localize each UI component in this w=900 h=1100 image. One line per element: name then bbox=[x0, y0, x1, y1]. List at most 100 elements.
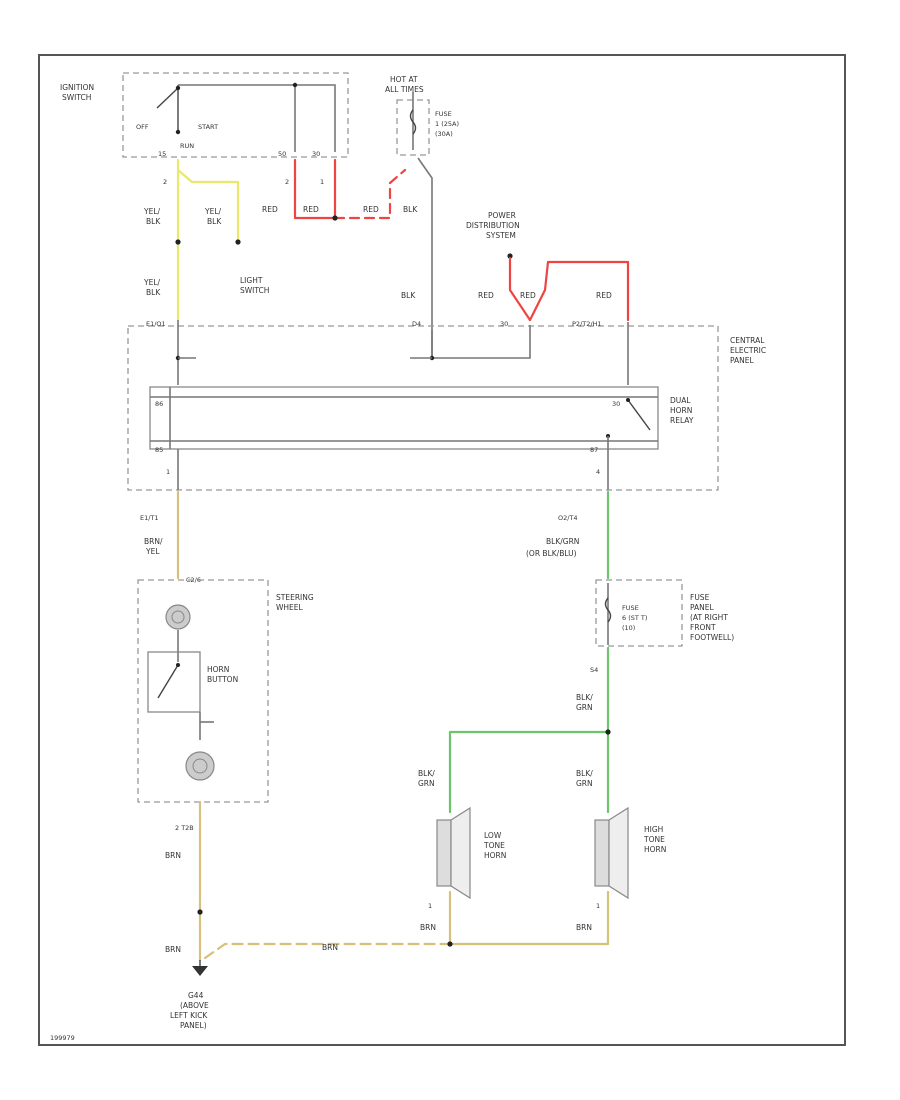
wire-red-power-1 bbox=[508, 256, 532, 322]
splice-grn bbox=[605, 729, 611, 735]
ignition-off: OFF bbox=[136, 123, 149, 131]
connector-o2: O2/T4 bbox=[558, 514, 578, 522]
slip-ring-upper-icon bbox=[165, 604, 191, 630]
wire-label-yel-2b: BLK bbox=[207, 217, 222, 226]
power-dist-label: POWER bbox=[488, 211, 516, 220]
fuse-panel-label-4: FRONT bbox=[690, 623, 716, 632]
ignition-switch-label-2: SWITCH bbox=[62, 93, 91, 102]
wire-label-blk-grn-1b: GRN bbox=[576, 703, 593, 712]
pin-2: 2 bbox=[163, 178, 167, 186]
wire-label-brn-3: BRN bbox=[322, 943, 338, 952]
dual-horn-relay-label-3: RELAY bbox=[670, 416, 694, 425]
wire-label-yel-1: YEL/ bbox=[143, 207, 160, 216]
fuse-panel-label: FUSE bbox=[690, 593, 710, 602]
connector-30: 30 bbox=[500, 320, 508, 328]
relay-pin-30: 30 bbox=[612, 400, 620, 408]
dual-horn-relay-label-2: HORN bbox=[670, 406, 692, 415]
wire-label-brn-2: BRN bbox=[165, 945, 181, 954]
wire-label-brn-yel: BRN/ bbox=[144, 537, 163, 546]
slip-ring-lower-icon bbox=[185, 751, 215, 781]
ignition-switch-contact-dot bbox=[175, 129, 181, 135]
panel-wire-bus bbox=[431, 325, 531, 359]
power-dist-connector bbox=[507, 253, 513, 259]
wire-label-red-3: RED bbox=[363, 205, 379, 214]
connector-e1-bottom: E1/T1 bbox=[140, 514, 159, 522]
wire-brn-ground-dashed bbox=[203, 942, 452, 960]
wire-label-blk-1: BLK bbox=[403, 205, 418, 214]
connector-t2b: 2 T2B bbox=[175, 824, 194, 832]
fuse-panel-label-5: FOOTWELL) bbox=[690, 633, 734, 642]
ground-label: G44 bbox=[188, 991, 204, 1000]
fuse-panel-box bbox=[595, 579, 683, 647]
pin-2-red: 2 bbox=[285, 178, 289, 186]
fuse-6-icon bbox=[604, 597, 612, 623]
wire-label-brn-1: BRN bbox=[165, 851, 181, 860]
ignition-switch-box bbox=[122, 72, 349, 158]
wire-label-red-6: RED bbox=[596, 291, 612, 300]
wire-red-dashed bbox=[333, 168, 407, 220]
low-horn-label-3: HORN bbox=[484, 851, 506, 860]
ignition-start: START bbox=[198, 123, 218, 131]
wire-label-blk-grn-3b: GRN bbox=[576, 779, 593, 788]
wire-label-blk-grn-3: BLK/ bbox=[576, 769, 593, 778]
splice-brn-steering bbox=[197, 909, 203, 915]
fuse-main-label-3: (30A) bbox=[435, 130, 453, 138]
connector-p2: P2/T2/H1 bbox=[572, 320, 602, 328]
high-horn-label: HIGH bbox=[644, 825, 663, 834]
fuse-main-icon bbox=[409, 109, 417, 135]
wire-label-blk-grn-1: BLK/ bbox=[576, 693, 593, 702]
pin-1c: 1 bbox=[428, 902, 432, 910]
ground-icon bbox=[192, 966, 208, 976]
ignition-terminal-15: 15 bbox=[158, 150, 166, 158]
wire-label-blk-2: BLK bbox=[401, 291, 416, 300]
wire-label-blk-grn-alt-2: (OR BLK/BLU) bbox=[526, 549, 577, 558]
horn-button-label-2: BUTTON bbox=[207, 675, 238, 684]
connector-e1-top: E1/O1 bbox=[146, 320, 166, 328]
wire-label-yel-1b: BLK bbox=[146, 217, 161, 226]
ignition-switch-label: IGNITION bbox=[60, 83, 94, 92]
fuse-main-label: FUSE bbox=[435, 110, 452, 118]
wire-label-brn-4: BRN bbox=[420, 923, 436, 932]
ground-label-3: LEFT KICK bbox=[170, 1011, 208, 1020]
wire-label-blk-grn-2: BLK/ bbox=[418, 769, 435, 778]
wire-label-brn-yel-b: YEL bbox=[145, 547, 160, 556]
wire-blk bbox=[417, 157, 433, 358]
high-horn-label-3: HORN bbox=[644, 845, 666, 854]
wire-label-yel-2: YEL/ bbox=[204, 207, 221, 216]
wire-label-brn-5: BRN bbox=[576, 923, 592, 932]
splice-brn-horns bbox=[447, 941, 453, 947]
splice-yel bbox=[175, 239, 181, 245]
high-horn-label-2: TONE bbox=[643, 835, 665, 844]
connector-s4: S4 bbox=[590, 666, 598, 674]
ground-label-4: PANEL) bbox=[180, 1021, 207, 1030]
fuse-6-label-3: (10) bbox=[622, 624, 635, 632]
ignition-switch-pivot bbox=[175, 85, 181, 91]
low-tone-horn-icon bbox=[436, 806, 471, 900]
dual-horn-relay-box bbox=[149, 386, 659, 450]
slip-ring-lower-inner-icon bbox=[192, 758, 208, 774]
wire-label-red-1: RED bbox=[262, 205, 278, 214]
hot-at-label-2: ALL TIMES bbox=[385, 85, 424, 94]
steering-wheel-box bbox=[137, 579, 269, 803]
relay-pin-87: 87 bbox=[590, 446, 598, 454]
wire-label-red-4: RED bbox=[478, 291, 494, 300]
ground-label-2: (ABOVE bbox=[180, 1001, 209, 1010]
fuse-main-label-2: 1 (25A) bbox=[435, 120, 459, 128]
relay-pin-86: 86 bbox=[155, 400, 163, 408]
power-dist-label-3: SYSTEM bbox=[486, 231, 516, 240]
light-switch-label: LIGHT bbox=[240, 276, 263, 285]
steering-wheel-label: STEERING bbox=[276, 593, 314, 602]
relay-pin-85: 85 bbox=[155, 446, 163, 454]
pin-4b: 4 bbox=[596, 468, 600, 476]
low-horn-label-2: TONE bbox=[483, 841, 505, 850]
central-panel-label: CENTRAL bbox=[730, 336, 765, 345]
pin-1b: 1 bbox=[166, 468, 170, 476]
ignition-internal-bus bbox=[178, 84, 336, 152]
hot-at-label: HOT AT bbox=[390, 75, 418, 84]
central-panel-label-3: PANEL bbox=[730, 356, 755, 365]
fuse-6-label: FUSE bbox=[622, 604, 639, 612]
fuse-panel-label-3: (AT RIGHT bbox=[690, 613, 728, 622]
horn-button-switch-icon bbox=[157, 664, 179, 699]
horn-button-box bbox=[147, 651, 201, 713]
